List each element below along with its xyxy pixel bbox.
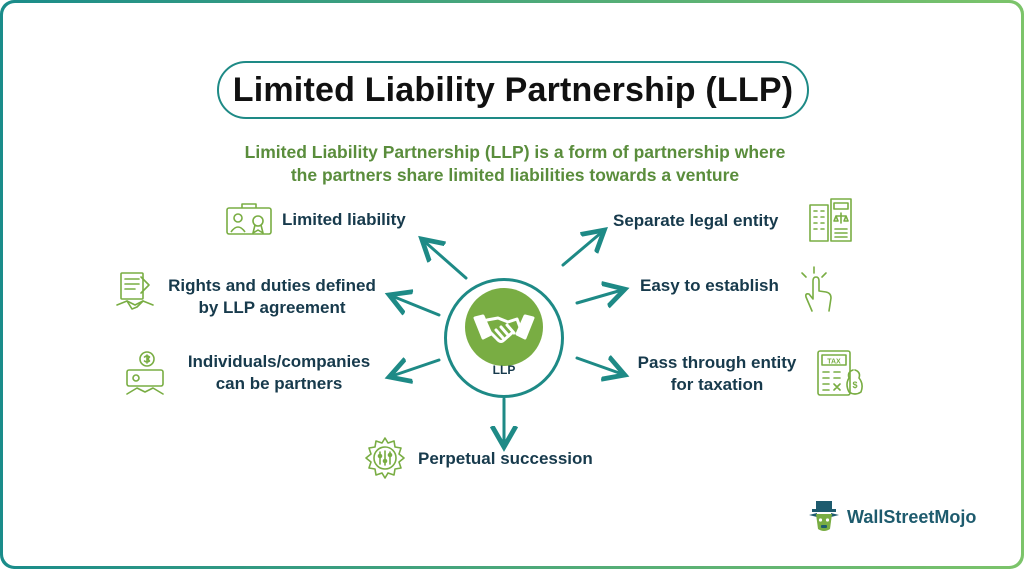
handshake-icon: [473, 314, 535, 343]
bull-mascot-icon: [809, 501, 839, 531]
gear-settings-icon: [365, 437, 405, 479]
arrow-rights-duties: [392, 296, 441, 317]
person-certificate-icon: [226, 203, 272, 235]
feature-rights-line-1: Rights and duties defined: [168, 276, 376, 295]
feature-individuals-line-1: Individuals/companies: [187, 352, 371, 371]
tax-icon-label: TAX: [827, 359, 841, 366]
feature-easy-to-establish: Easy to establish: [640, 276, 779, 295]
arrow-individuals: [392, 360, 441, 376]
dollar-sign-glyph: $: [852, 380, 857, 390]
center-handshake-badge: [465, 288, 543, 366]
feature-pass-line-1: Pass through entity: [637, 353, 797, 372]
buildings-justice-icon: [809, 198, 852, 242]
partners-money-icon: [126, 351, 164, 395]
definition-line-2: the partners share limited liabilities t…: [290, 165, 740, 185]
center-label: LLP: [492, 363, 516, 377]
feature-pass-through: Pass through entity for taxation: [627, 352, 807, 396]
feature-limited-liability: Limited liability: [282, 210, 406, 229]
finger-tap-icon: [801, 266, 832, 312]
agreement-handshake-icon: [116, 272, 154, 310]
arrow-separate-entity: [561, 232, 602, 267]
feature-rights-line-2: by LLP agreement: [198, 298, 346, 317]
arrow-easy-establish: [575, 290, 622, 303]
infographic-canvas: Limited Liability Partnership (LLP) Limi…: [3, 3, 1021, 566]
arrow-pass-through: [575, 358, 622, 374]
feature-rights-duties: Rights and duties defined by LLP agreeme…: [161, 275, 383, 319]
connector-arrows: [3, 3, 1021, 566]
feature-individuals: Individuals/companies can be partners: [179, 351, 379, 395]
feature-pass-line-2: for taxation: [670, 375, 764, 394]
feature-individuals-line-2: can be partners: [215, 374, 343, 393]
feature-separate-legal-entity: Separate legal entity: [613, 211, 779, 230]
brand-logo: WallStreetMojo: [807, 497, 976, 537]
definition-line-1: Limited Liability Partnership (LLP) is a…: [244, 142, 786, 162]
feature-perpetual-succession: Perpetual succession: [418, 449, 593, 468]
arrow-limited-liability: [424, 241, 468, 280]
definition-text: Limited Liability Partnership (LLP) is a…: [203, 141, 827, 187]
page-title: Limited Liability Partnership (LLP): [217, 61, 809, 119]
tax-calculator-icon: TAX $: [817, 350, 863, 396]
brand-name: WallStreetMojo: [847, 506, 977, 527]
